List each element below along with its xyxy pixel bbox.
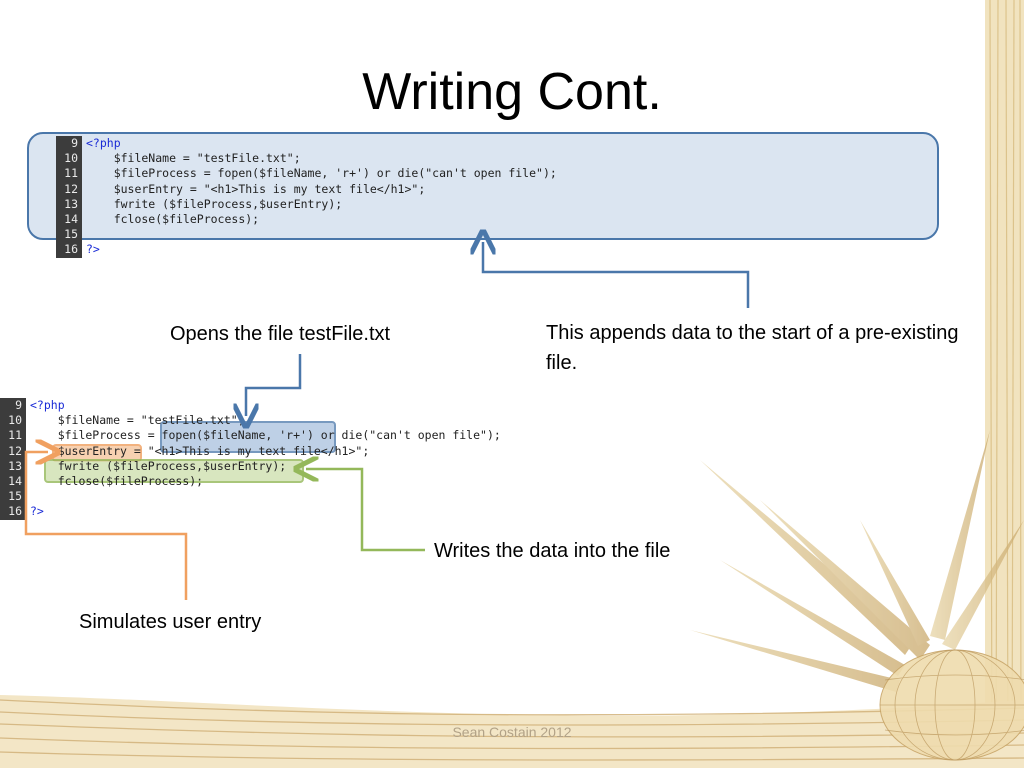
slide-footer: Sean Costain 2012 [452,724,572,740]
code-line: 15 [56,227,557,243]
code-line: 16?> [0,504,501,520]
code-line: 9<?php [0,398,501,414]
code-line: 10 $fileName = "testFile.txt"; [0,413,501,429]
slide-title: Writing Cont. [362,63,662,121]
code-line: 11 $fileProcess = fopen($fileName, 'r+')… [0,428,501,444]
code-line: 15 [0,489,501,505]
code-line: 12 $userEntry = "<h1>This is my text fil… [56,181,557,197]
writes-annotation: Writes the data into the file [434,540,671,562]
code-block-bottom: 9<?php 10 $fileName = "testFile.txt"; 11… [0,398,501,520]
code-line: 14 fclose($fileProcess); [56,211,557,228]
code-line: 10 $fileName = "testFile.txt"; [56,151,557,167]
code-line: 14 fclose($fileProcess); [0,473,501,490]
code-line: 13 fwrite ($fileProcess,$userEntry); [0,458,501,474]
append-annotation: This appends data to the start of a pre-… [546,322,959,374]
simulates-annotation: Simulates user entry [79,611,262,633]
code-line: 16?> [56,242,557,258]
code-line: 13 fwrite ($fileProcess,$userEntry); [56,196,557,212]
opens-annotation: Opens the file testFile.txt [170,323,391,345]
code-block-top: 9<?php 10 $fileName = "testFile.txt"; 11… [56,136,557,258]
code-line: 12 $userEntry = "<h1>This is my text fil… [0,443,501,459]
code-line: 11 $fileProcess = fopen($fileName, 'r+')… [56,166,557,182]
code-line: 9<?php [56,136,557,152]
